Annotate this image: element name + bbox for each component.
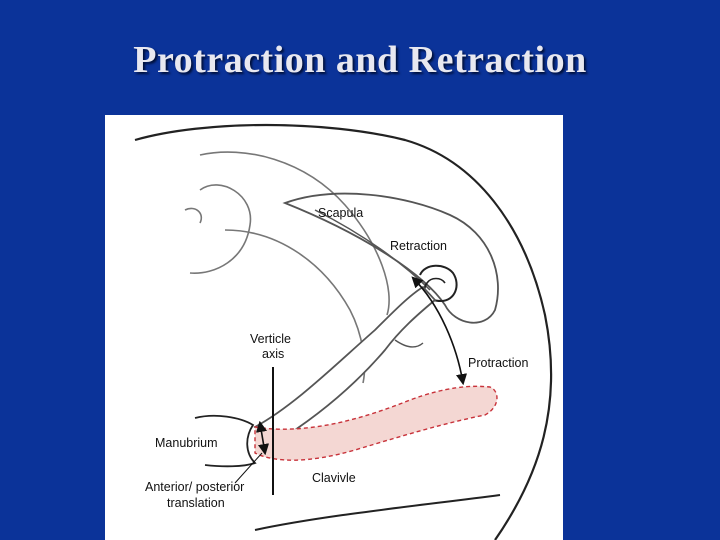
protracted-clavicle bbox=[254, 385, 498, 461]
label-manubrium: Manubrium bbox=[155, 436, 218, 450]
label-clavicle: Clavivle bbox=[312, 471, 356, 485]
label-translation-2: translation bbox=[167, 496, 225, 510]
rib-outline-1 bbox=[199, 151, 390, 316]
manubrium-shape bbox=[194, 414, 257, 468]
body-outline bbox=[134, 123, 553, 540]
coracoid-line bbox=[394, 339, 424, 348]
rib-outline-3 bbox=[184, 207, 203, 224]
body-outline-bottom bbox=[254, 494, 501, 531]
protraction-retraction-arrow bbox=[411, 276, 468, 386]
label-verticle-axis-2: axis bbox=[262, 347, 284, 361]
humeral-head-inner bbox=[426, 277, 446, 284]
slide-title: Protraction and Retraction bbox=[133, 39, 587, 81]
translation-arrow bbox=[255, 420, 270, 456]
label-retraction: Retraction bbox=[390, 239, 447, 253]
label-verticle-axis-1: Verticle bbox=[250, 332, 291, 346]
label-protraction: Protraction bbox=[468, 356, 528, 370]
shoulder-diagram-svg: Scapula Retraction Protraction Verticle … bbox=[134, 123, 553, 540]
shoulder-diagram: Scapula Retraction Protraction Verticle … bbox=[105, 115, 563, 540]
label-translation-1: Anterior/ posterior bbox=[145, 480, 244, 494]
translation-leader-line bbox=[234, 452, 263, 484]
scapula-shape bbox=[282, 192, 499, 324]
rib-outline-2 bbox=[189, 184, 252, 274]
label-scapula: Scapula bbox=[318, 206, 363, 220]
